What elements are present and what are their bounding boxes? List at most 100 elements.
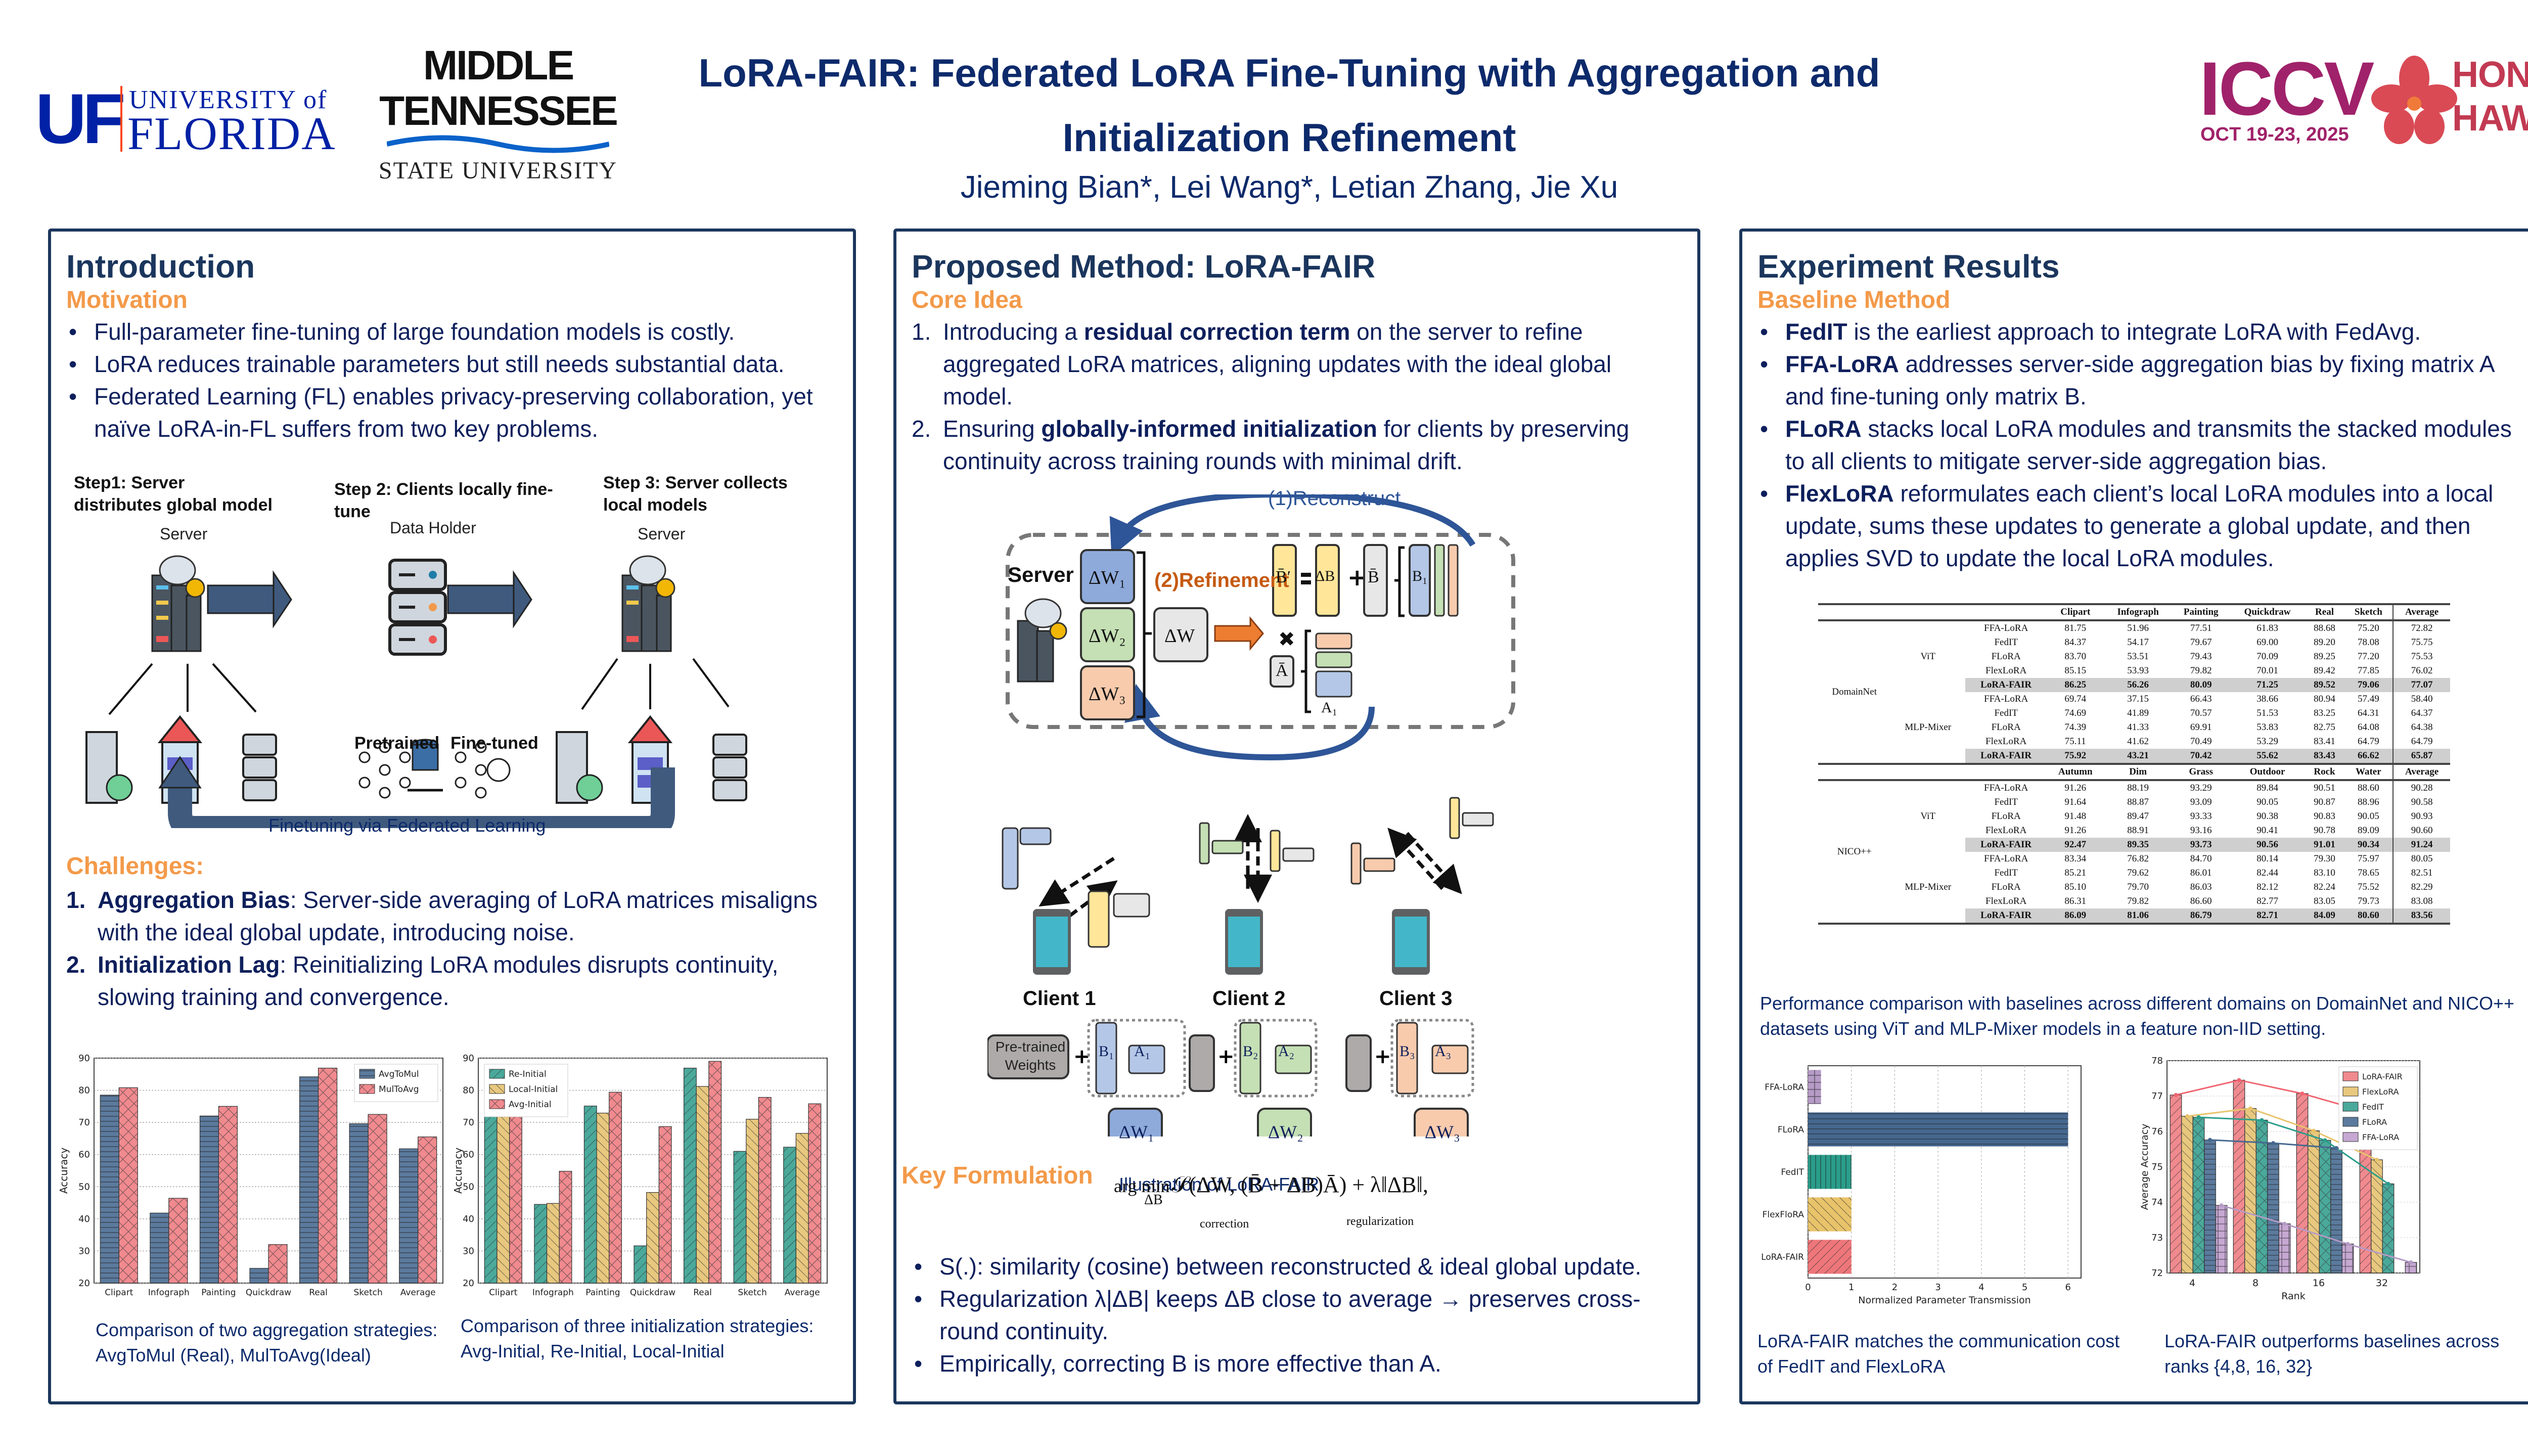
- lora-fair-diagram: + ✖ +: [987, 494, 1515, 1136]
- method-cell: FedIT: [1994, 868, 2018, 878]
- table-column-header: Clipart: [2060, 607, 2091, 617]
- value-cell: 81.06: [2104, 908, 2172, 924]
- series-marker: [2237, 1078, 2241, 1082]
- method-cell: FlexLoRA: [1985, 825, 2027, 836]
- series-marker: [2185, 1114, 2189, 1118]
- value-cell: 84.37: [2064, 637, 2087, 648]
- bar-hatch: [646, 1192, 659, 1283]
- value-cell: 41.62: [2127, 736, 2149, 747]
- value-cell: 82.29: [2392, 880, 2450, 894]
- bar-hatch: [2267, 1143, 2279, 1273]
- table-header-blank: [1890, 765, 1965, 780]
- legend-label: Local-Initial: [509, 1084, 558, 1095]
- value-cell: 79.82: [2127, 896, 2149, 906]
- table-header-blank: [1818, 605, 1890, 620]
- authors: Jieming Bian*, Lei Wang*, Letian Zhang, …: [960, 170, 1618, 205]
- value-cell: 93.33: [2190, 811, 2212, 822]
- value-cell: 86.31: [2064, 896, 2087, 906]
- server-label-left: Server: [160, 525, 208, 543]
- table-column-header: Real: [2315, 607, 2334, 617]
- step3-label: Step 3: Server collects local models: [603, 473, 788, 515]
- client-b1-label: B₁: [1099, 1043, 1114, 1060]
- series-marker: [2300, 1091, 2305, 1096]
- value-cell: 70.01: [2256, 665, 2278, 676]
- bar-hatch: [200, 1116, 219, 1283]
- legend-swatch-hatch: [359, 1084, 375, 1094]
- neural-network-gear-icon: [455, 741, 511, 799]
- value-cell: 89.84: [2256, 783, 2278, 793]
- server-icon: [151, 555, 205, 652]
- value-cell: 70.57: [2190, 708, 2212, 718]
- bar-hatch: [496, 1088, 510, 1283]
- bar-hatch: [708, 1061, 721, 1283]
- series-marker: [2196, 1115, 2201, 1119]
- value-cell: 72.82: [2392, 621, 2450, 635]
- value-cell: 88.87: [2127, 797, 2149, 807]
- value-cell: 90.28: [2392, 781, 2450, 795]
- value-cell: 79.06: [2344, 678, 2394, 692]
- value-cell: 74.69: [2064, 708, 2087, 718]
- bar-hatch: [2204, 1140, 2216, 1273]
- value-cell: 70.49: [2190, 736, 2212, 747]
- client-icon: [712, 734, 747, 801]
- formula-main: 𝒮(ΔW, (B̄ + ΔB)Ā) + λ‖ΔB‖,: [1171, 1172, 1428, 1197]
- bar-hatch: [746, 1119, 759, 1283]
- value-cell: 75.97: [2357, 853, 2379, 864]
- bar-hatch: [299, 1076, 319, 1283]
- hibiscus-icon: [2371, 56, 2457, 144]
- title-line1: LoRA-FAIR: Federated LoRA Fine-Tuning wi…: [698, 51, 1880, 95]
- bar-hatch: [696, 1086, 709, 1283]
- y-tick-label: 40: [78, 1214, 90, 1224]
- value-cell: 83.41: [2314, 736, 2335, 747]
- value-cell: 88.96: [2357, 797, 2379, 807]
- legend-label: FlexLoRA: [2362, 1087, 2399, 1097]
- transmission-arrows: [1039, 814, 1462, 926]
- method-cell: FlexLoRA: [1985, 896, 2027, 906]
- bar-hatch: [349, 1123, 369, 1283]
- value-cell: 77.51: [2190, 623, 2212, 633]
- bar-hatch: [2330, 1148, 2342, 1273]
- aggregation-caption: Comparison of two aggregation strategies…: [96, 1320, 438, 1366]
- legend-label: MulToAvg: [379, 1084, 419, 1095]
- value-cell: 89.20: [2314, 637, 2335, 648]
- baseline-item: FedIT is the earliest approach to integr…: [1760, 315, 2528, 348]
- bar-hatch: [584, 1106, 597, 1283]
- value-cell: 89.09: [2357, 825, 2379, 836]
- client-dw1-label: ΔW₁: [1119, 1122, 1154, 1142]
- x-tick-label: Average: [400, 1288, 436, 1298]
- bar-hatch: [2170, 1095, 2182, 1273]
- value-cell: 69.74: [2064, 694, 2087, 704]
- core-idea-heading: Core Idea: [912, 287, 1022, 313]
- bar-hatch: [218, 1106, 238, 1283]
- x-tick-label: 32: [2376, 1278, 2388, 1289]
- server-icon: [621, 555, 675, 652]
- value-cell: 93.09: [2190, 797, 2212, 807]
- value-cell: 88.68: [2314, 623, 2335, 633]
- value-cell: 89.25: [2314, 651, 2335, 662]
- step1-label: Step1: Server distributes global model: [74, 473, 273, 515]
- reconstruct-label: (1)Reconstruct: [1268, 487, 1401, 510]
- x-tick-label: Infograph: [532, 1288, 574, 1298]
- value-cell: 78.08: [2357, 637, 2379, 648]
- value-cell: 85.21: [2064, 868, 2087, 878]
- value-cell: 66.43: [2190, 694, 2212, 704]
- series-marker: [2334, 1146, 2338, 1150]
- value-cell: 79.43: [2190, 651, 2212, 662]
- series-marker: [2248, 1106, 2252, 1111]
- value-cell: 76.02: [2392, 664, 2450, 678]
- formula-argmin: arg min: [1114, 1176, 1170, 1196]
- value-cell: 57.49: [2357, 694, 2379, 704]
- client-dw3-label: ΔW₃: [1425, 1122, 1460, 1142]
- model-label: MLP-Mixer: [1905, 722, 1952, 733]
- motivation-item: Full-parameter fine-tuning of large foun…: [69, 315, 840, 348]
- title-line2: Initialization Refinement: [1062, 115, 1516, 160]
- a1-label: A₁: [1321, 699, 1338, 716]
- value-cell: 41.89: [2127, 708, 2149, 718]
- challenges-list: 1.Aggregation Bias: Server-side averagin…: [66, 884, 840, 1013]
- b-prime-block: [1272, 544, 1297, 617]
